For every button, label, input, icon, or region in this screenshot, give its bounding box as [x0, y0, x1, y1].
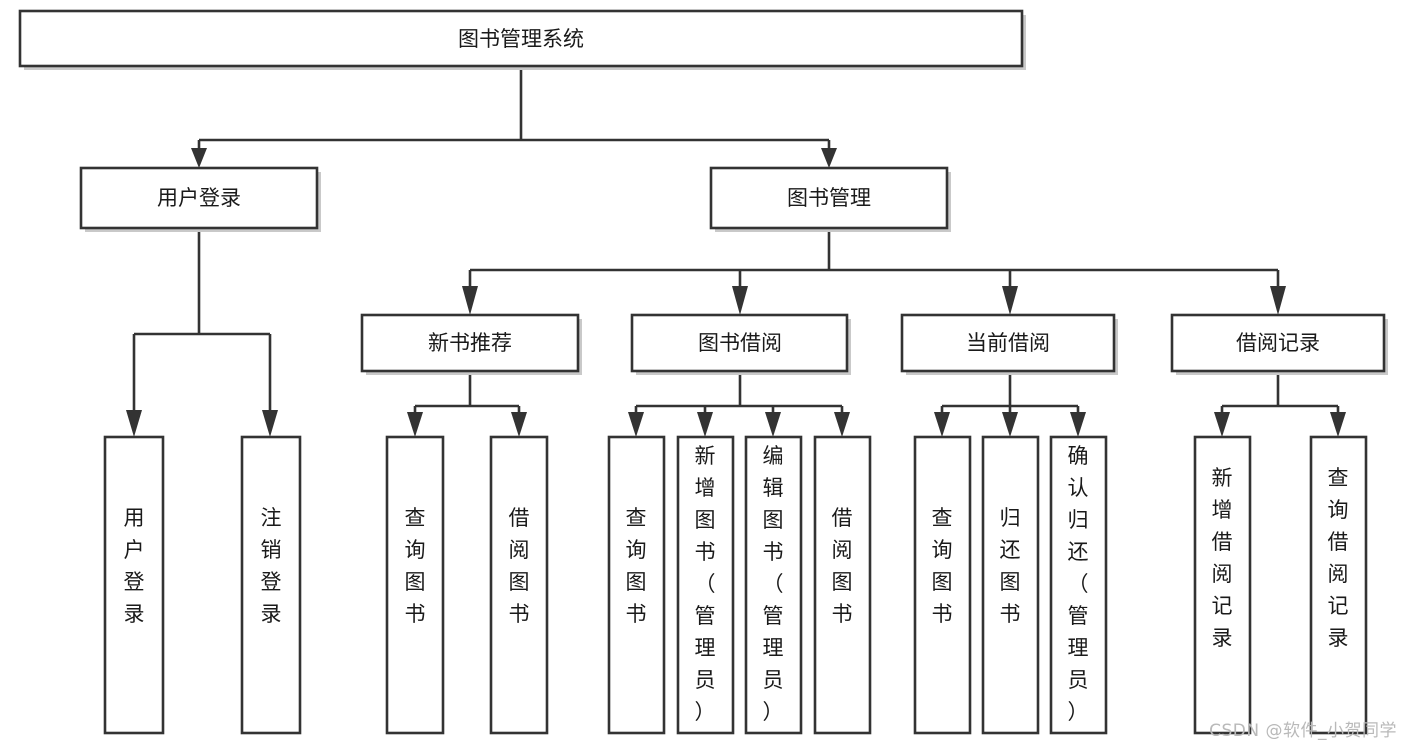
node-new-book-recommend-label: 新书推荐 [428, 331, 512, 355]
node-leaf-borrow-book-2[interactable]: 借阅图书 [813, 435, 872, 735]
node-borrow-record[interactable]: 借阅记录 [1170, 313, 1388, 375]
node-book-management[interactable]: 图书管理 [709, 166, 951, 232]
node-leaf-confirm-return-box [1049, 435, 1108, 735]
node-book-borrow-label: 图书借阅 [698, 331, 782, 355]
node-leaf-query-book-1[interactable]: 查询图书 [385, 435, 445, 735]
arrow-to-leaf-borrow-book-2 [834, 412, 850, 437]
node-leaf-add-book[interactable]: 新增图书（管理员） [676, 435, 735, 735]
node-leaf-query-book-2[interactable]: 查询图书 [607, 435, 666, 735]
node-leaf-query-book-3[interactable]: 查询图书 [913, 435, 972, 735]
node-leaf-user-login[interactable]: 用户登录 [103, 435, 165, 735]
arrow-to-leaf-borrow-book-1 [511, 412, 527, 437]
arrow-to-leaf-edit-book [765, 412, 781, 437]
arrow-to-leaf-confirm-return [1070, 412, 1086, 437]
node-book-borrow[interactable]: 图书借阅 [630, 313, 851, 375]
node-current-borrow-label: 当前借阅 [966, 331, 1050, 355]
node-leaf-return-book-box [981, 435, 1040, 735]
node-leaf-add-record[interactable]: 新增借阅记录 [1193, 435, 1252, 735]
node-leaf-user-login-label: 用户登录 [124, 506, 145, 626]
node-borrow-record-label: 借阅记录 [1236, 331, 1320, 355]
node-leaf-add-book-label: 新增图书（管理员） [695, 444, 716, 724]
arrow-to-leaf-add-record [1214, 412, 1230, 437]
connectors-layer [126, 66, 1346, 437]
node-leaf-query-book-2-label: 查询图书 [626, 506, 647, 626]
arrow-to-book-borrow [732, 286, 748, 315]
node-user-login-box [79, 166, 319, 230]
node-leaf-return-book-label: 归还图书 [1000, 506, 1021, 626]
node-borrow-record-box [1170, 313, 1386, 373]
node-new-book-recommend-box [360, 313, 580, 373]
node-root[interactable]: 图书管理系统 [18, 9, 1026, 70]
node-leaf-user-logout-box [240, 435, 302, 735]
arrow-to-user-login [191, 148, 207, 168]
arrow-to-leaf-query-book-1 [407, 412, 423, 437]
node-leaf-borrow-book-2-label: 借阅图书 [832, 506, 853, 626]
node-new-book-recommend[interactable]: 新书推荐 [360, 313, 582, 375]
node-leaf-query-book-2-box [607, 435, 666, 735]
node-leaf-confirm-return[interactable]: 确认归还（管理员） [1049, 435, 1108, 735]
node-leaf-query-record-box [1309, 435, 1368, 735]
node-root-label: 图书管理系统 [458, 27, 584, 51]
node-leaf-borrow-book-1-box [489, 435, 549, 735]
node-book-management-box [709, 166, 949, 230]
node-book-management-label: 图书管理 [787, 186, 871, 210]
csdn-watermark: CSDN @软件_小贺同学 [1209, 721, 1397, 741]
node-user-login-label: 用户登录 [157, 186, 241, 210]
arrow-to-leaf-query-book-2 [628, 412, 644, 437]
node-leaf-user-login-box [103, 435, 165, 735]
node-root-box [18, 9, 1024, 68]
arrow-to-borrow-record [1270, 286, 1286, 315]
node-leaf-add-record-label: 新增借阅记录 [1212, 466, 1233, 650]
node-leaf-add-record-box [1193, 435, 1252, 735]
node-current-borrow[interactable]: 当前借阅 [900, 313, 1118, 375]
node-leaf-borrow-book-2-box [813, 435, 872, 735]
node-leaf-add-book-box [676, 435, 735, 735]
arrow-to-current-borrow [1002, 286, 1018, 315]
node-leaf-user-logout[interactable]: 注销登录 [240, 435, 302, 735]
node-leaf-return-book[interactable]: 归还图书 [981, 435, 1040, 735]
arrow-to-book-management [821, 148, 837, 168]
node-leaf-query-book-1-box [385, 435, 445, 735]
arrow-to-leaf-query-book-3 [934, 412, 950, 437]
node-leaf-borrow-book-1-label: 借阅图书 [509, 506, 530, 626]
node-leaf-query-book-3-box [913, 435, 972, 735]
node-leaf-borrow-book-1[interactable]: 借阅图书 [489, 435, 549, 735]
node-current-borrow-box [900, 313, 1116, 373]
node-leaf-edit-book-label: 编辑图书（管理员） [763, 444, 784, 724]
arrow-to-leaf-user-logout [262, 410, 278, 437]
node-leaf-query-book-1-label: 查询图书 [405, 506, 426, 626]
node-user-login[interactable]: 用户登录 [79, 166, 321, 232]
arrow-to-leaf-add-book [697, 412, 713, 437]
node-leaf-user-logout-label: 注销登录 [261, 506, 282, 626]
node-leaf-query-book-3-label: 查询图书 [932, 506, 953, 626]
arrow-to-leaf-user-login [126, 410, 142, 437]
node-leaf-edit-book-box [744, 435, 803, 735]
node-leaf-confirm-return-label: 确认归还（管理员） [1068, 444, 1089, 724]
arrow-to-leaf-return-book [1002, 412, 1018, 437]
arrow-to-leaf-query-record [1330, 412, 1346, 437]
node-leaf-edit-book[interactable]: 编辑图书（管理员） [744, 435, 803, 735]
arrow-to-new-book-recommend [462, 286, 478, 315]
node-leaf-query-record-label: 查询借阅记录 [1328, 466, 1349, 650]
node-book-borrow-box [630, 313, 849, 373]
node-leaf-query-record[interactable]: 查询借阅记录 [1309, 435, 1368, 735]
